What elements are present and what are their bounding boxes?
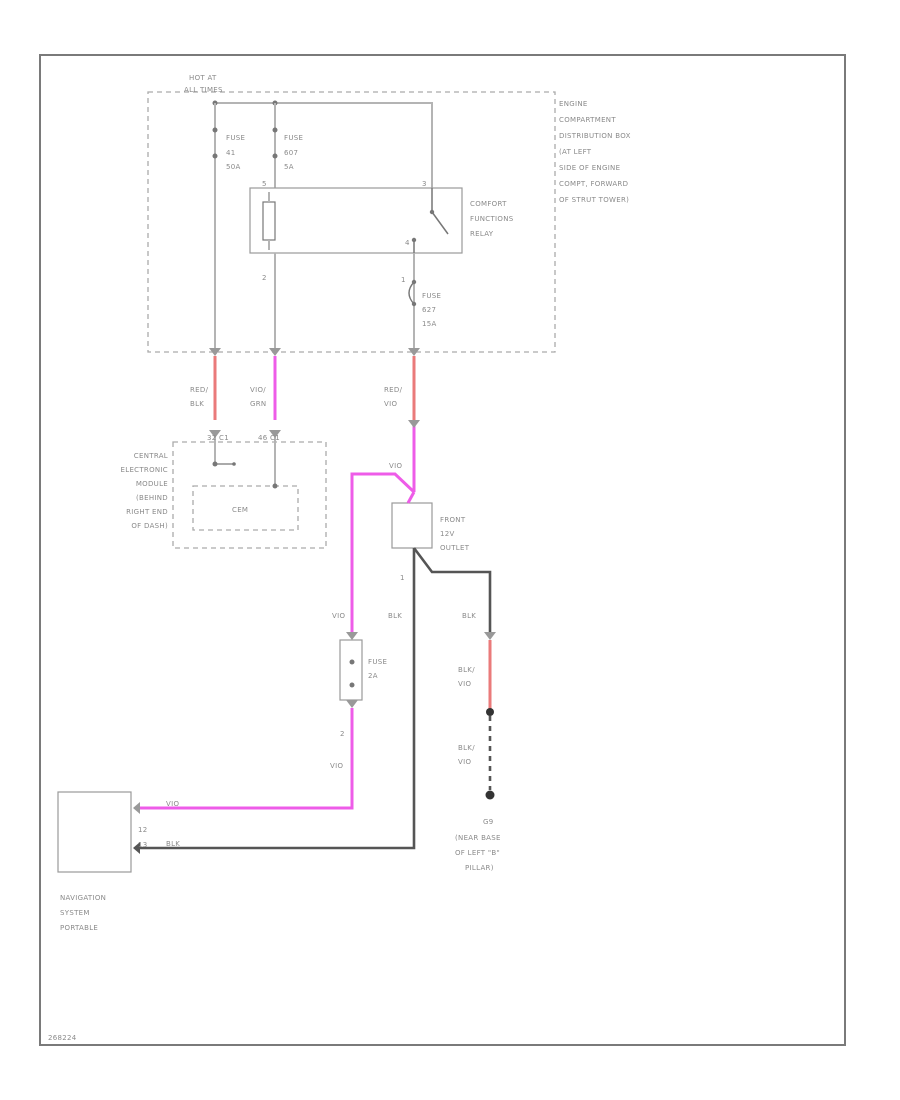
cem-inner bbox=[192, 485, 299, 531]
figure-id: 268224 bbox=[48, 1034, 77, 1042]
blk-right-label: BLK bbox=[462, 612, 476, 620]
blkvio-label-1b: VIO bbox=[458, 680, 471, 688]
blk-mid-label: BLK bbox=[388, 612, 402, 620]
hot-at-label-2: ALL TIMES bbox=[184, 86, 223, 94]
fuse-2a-holder bbox=[339, 639, 363, 701]
wire-vio-nav-feed bbox=[350, 472, 416, 635]
ground-label-4: PILLAR) bbox=[465, 864, 494, 872]
navigation-system-portable bbox=[57, 791, 132, 873]
pin-relay-left-bottom: 2 bbox=[262, 274, 267, 282]
wire-red-blk-label-2: BLK bbox=[190, 400, 204, 408]
comfort-functions-relay bbox=[249, 187, 463, 254]
fuse-2a-label-2: 2A bbox=[368, 672, 378, 680]
engine-box-label-1: ENGINE bbox=[559, 100, 588, 108]
vio-left-label: VIO bbox=[332, 612, 345, 620]
relay-label-2: FUNCTIONS bbox=[470, 215, 514, 223]
nav-label-3: PORTABLE bbox=[60, 924, 98, 932]
battery-bus bbox=[215, 102, 433, 188]
relay-label-1: COMFORT bbox=[470, 200, 507, 208]
fuse-627-icon bbox=[408, 281, 415, 305]
cem-location-4: (BEHIND bbox=[136, 494, 168, 502]
fuse-607-label-2: 607 bbox=[284, 149, 298, 157]
engine-box-label-6: COMPT, FORWARD bbox=[559, 180, 628, 188]
fuse-607-label-3: 5A bbox=[284, 163, 294, 171]
cem-location-5: RIGHT END bbox=[126, 508, 168, 516]
ground-label-3: OF LEFT "B" bbox=[455, 849, 500, 857]
wire-red-vio-label-2: VIO bbox=[384, 400, 397, 408]
fuse-627-label-2: 627 bbox=[422, 306, 436, 314]
outlet-label-3: OUTLET bbox=[440, 544, 470, 552]
nav-blk-label: BLK bbox=[166, 840, 180, 848]
pin-outlet-bottom: 1 bbox=[400, 574, 405, 582]
nav-vio-label: VIO bbox=[166, 800, 179, 808]
relay-switch bbox=[413, 188, 449, 253]
pin-fuse4-bottom: 2 bbox=[340, 730, 345, 738]
cem-location-2: ELECTRONIC bbox=[121, 466, 168, 474]
pin-nav-2: 13 bbox=[138, 841, 148, 849]
pin-relay-right-top: 3 bbox=[422, 180, 427, 188]
vio-lower-label: VIO bbox=[330, 762, 343, 770]
pin-fuse3-top: 1 bbox=[401, 276, 406, 284]
nav-label-1: NAVIGATION bbox=[60, 894, 106, 902]
relay-coil bbox=[262, 201, 276, 241]
hot-at-label-1: HOT AT bbox=[189, 74, 217, 82]
wire-red-vio-label-1: RED/ bbox=[384, 386, 403, 394]
relay-label-3: RELAY bbox=[470, 230, 494, 238]
fuse-41-label-1: FUSE bbox=[226, 134, 245, 142]
ground-label-1: G9 bbox=[483, 818, 493, 826]
outlet-vio-label: VIO bbox=[389, 462, 402, 470]
blkvio-label-2a: BLK/ bbox=[458, 744, 475, 752]
engine-box-label-3: DISTRIBUTION BOX bbox=[559, 132, 631, 140]
cem-label: CEM bbox=[232, 506, 248, 514]
fuse-627-label-1: FUSE bbox=[422, 292, 441, 300]
fuse-41-label-3: 50A bbox=[226, 163, 241, 171]
fuse-607-label-1: FUSE bbox=[284, 134, 303, 142]
cem-module bbox=[172, 441, 327, 549]
engine-box-label-2: COMPARTMENT bbox=[559, 116, 616, 124]
wire-red-blk-label-1: RED/ bbox=[190, 386, 209, 394]
ground-label-2: (NEAR BASE bbox=[455, 834, 501, 842]
fuse-2a-label-1: FUSE bbox=[368, 658, 387, 666]
wire-blk-outlet bbox=[140, 548, 416, 850]
cem-location-1: CENTRAL bbox=[134, 452, 168, 460]
pin-relay-right-bottom: 4 bbox=[405, 239, 410, 247]
nav-label-2: SYSTEM bbox=[60, 909, 90, 917]
fuse-41-label-2: 41 bbox=[226, 149, 236, 157]
cem-location-6: OF DASH) bbox=[131, 522, 168, 530]
ground-g9-icon bbox=[485, 790, 495, 800]
pin-nav-1: 12 bbox=[138, 826, 148, 834]
engine-box-label-7: OF STRUT TOWER) bbox=[559, 196, 629, 204]
diagram-frame bbox=[39, 54, 846, 1046]
fuse-627-label-3: 15A bbox=[422, 320, 437, 328]
outlet-label-1: FRONT bbox=[440, 516, 466, 524]
wire-vio-grn-label-2: GRN bbox=[250, 400, 266, 408]
cem-location-3: MODULE bbox=[136, 480, 168, 488]
cem-connector-2: 46 C1 bbox=[258, 434, 280, 442]
engine-box-label-4: (AT LEFT bbox=[559, 148, 592, 156]
wire-vio-grn-label-1: VIO/ bbox=[250, 386, 266, 394]
outlet-label-2: 12V bbox=[440, 530, 455, 538]
front-12v-outlet bbox=[391, 502, 433, 549]
pin-relay-left-top: 5 bbox=[262, 180, 267, 188]
blkvio-label-2b: VIO bbox=[458, 758, 471, 766]
engine-box-label-5: SIDE OF ENGINE bbox=[559, 164, 620, 172]
cem-connector-1: 32 C1 bbox=[207, 434, 229, 442]
blkvio-label-1a: BLK/ bbox=[458, 666, 475, 674]
